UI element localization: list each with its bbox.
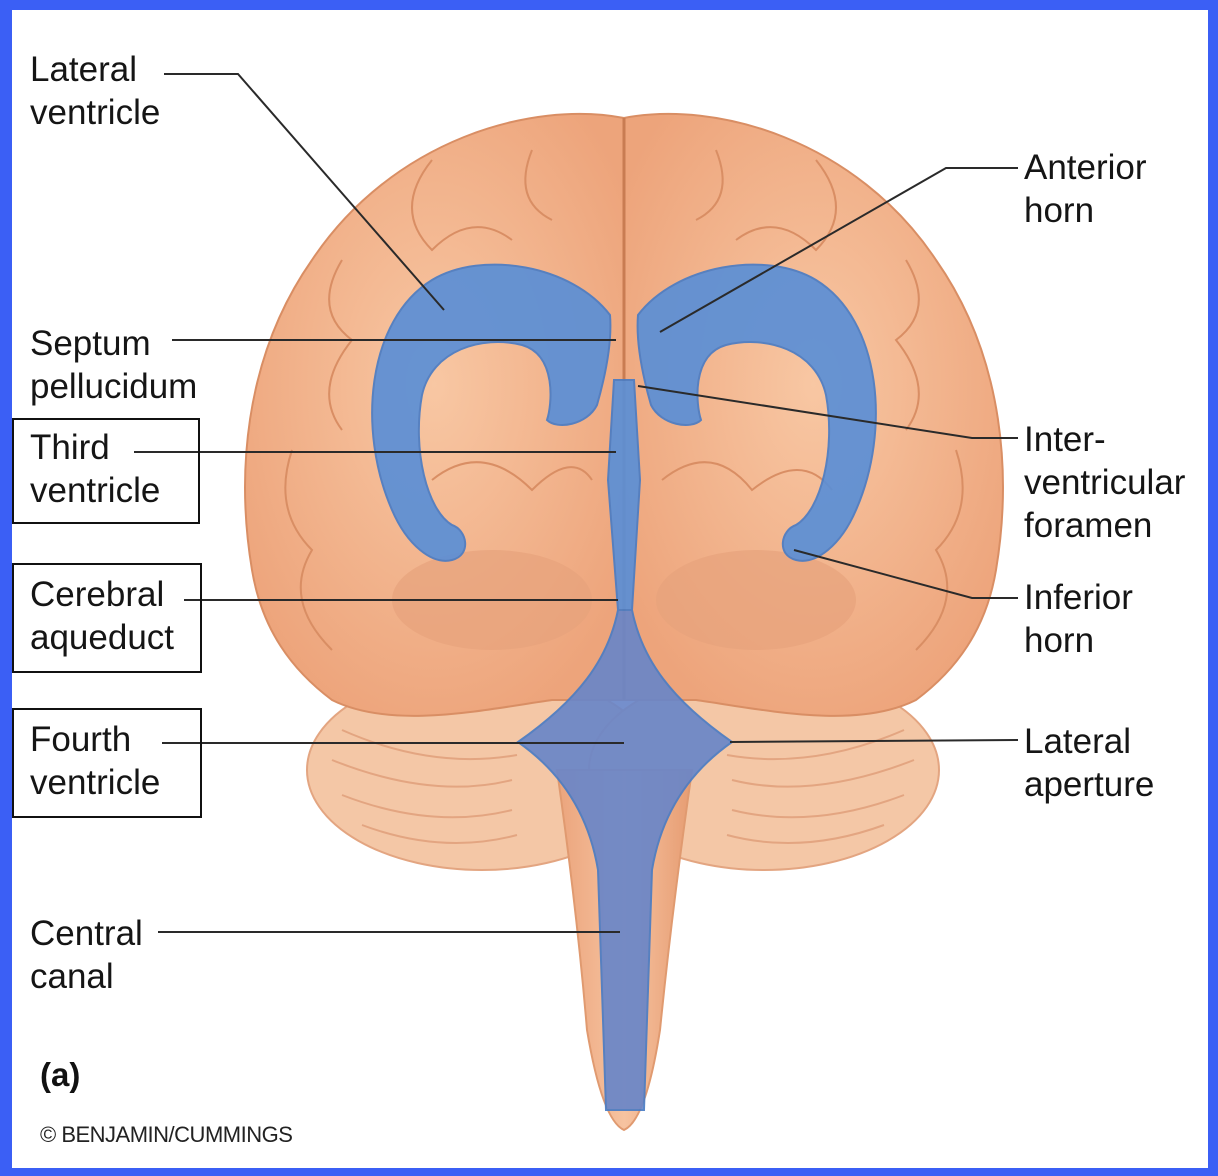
copyright-credit: © BENJAMIN/CUMMINGS — [40, 1122, 292, 1148]
figure-label: (a) — [40, 1056, 80, 1094]
